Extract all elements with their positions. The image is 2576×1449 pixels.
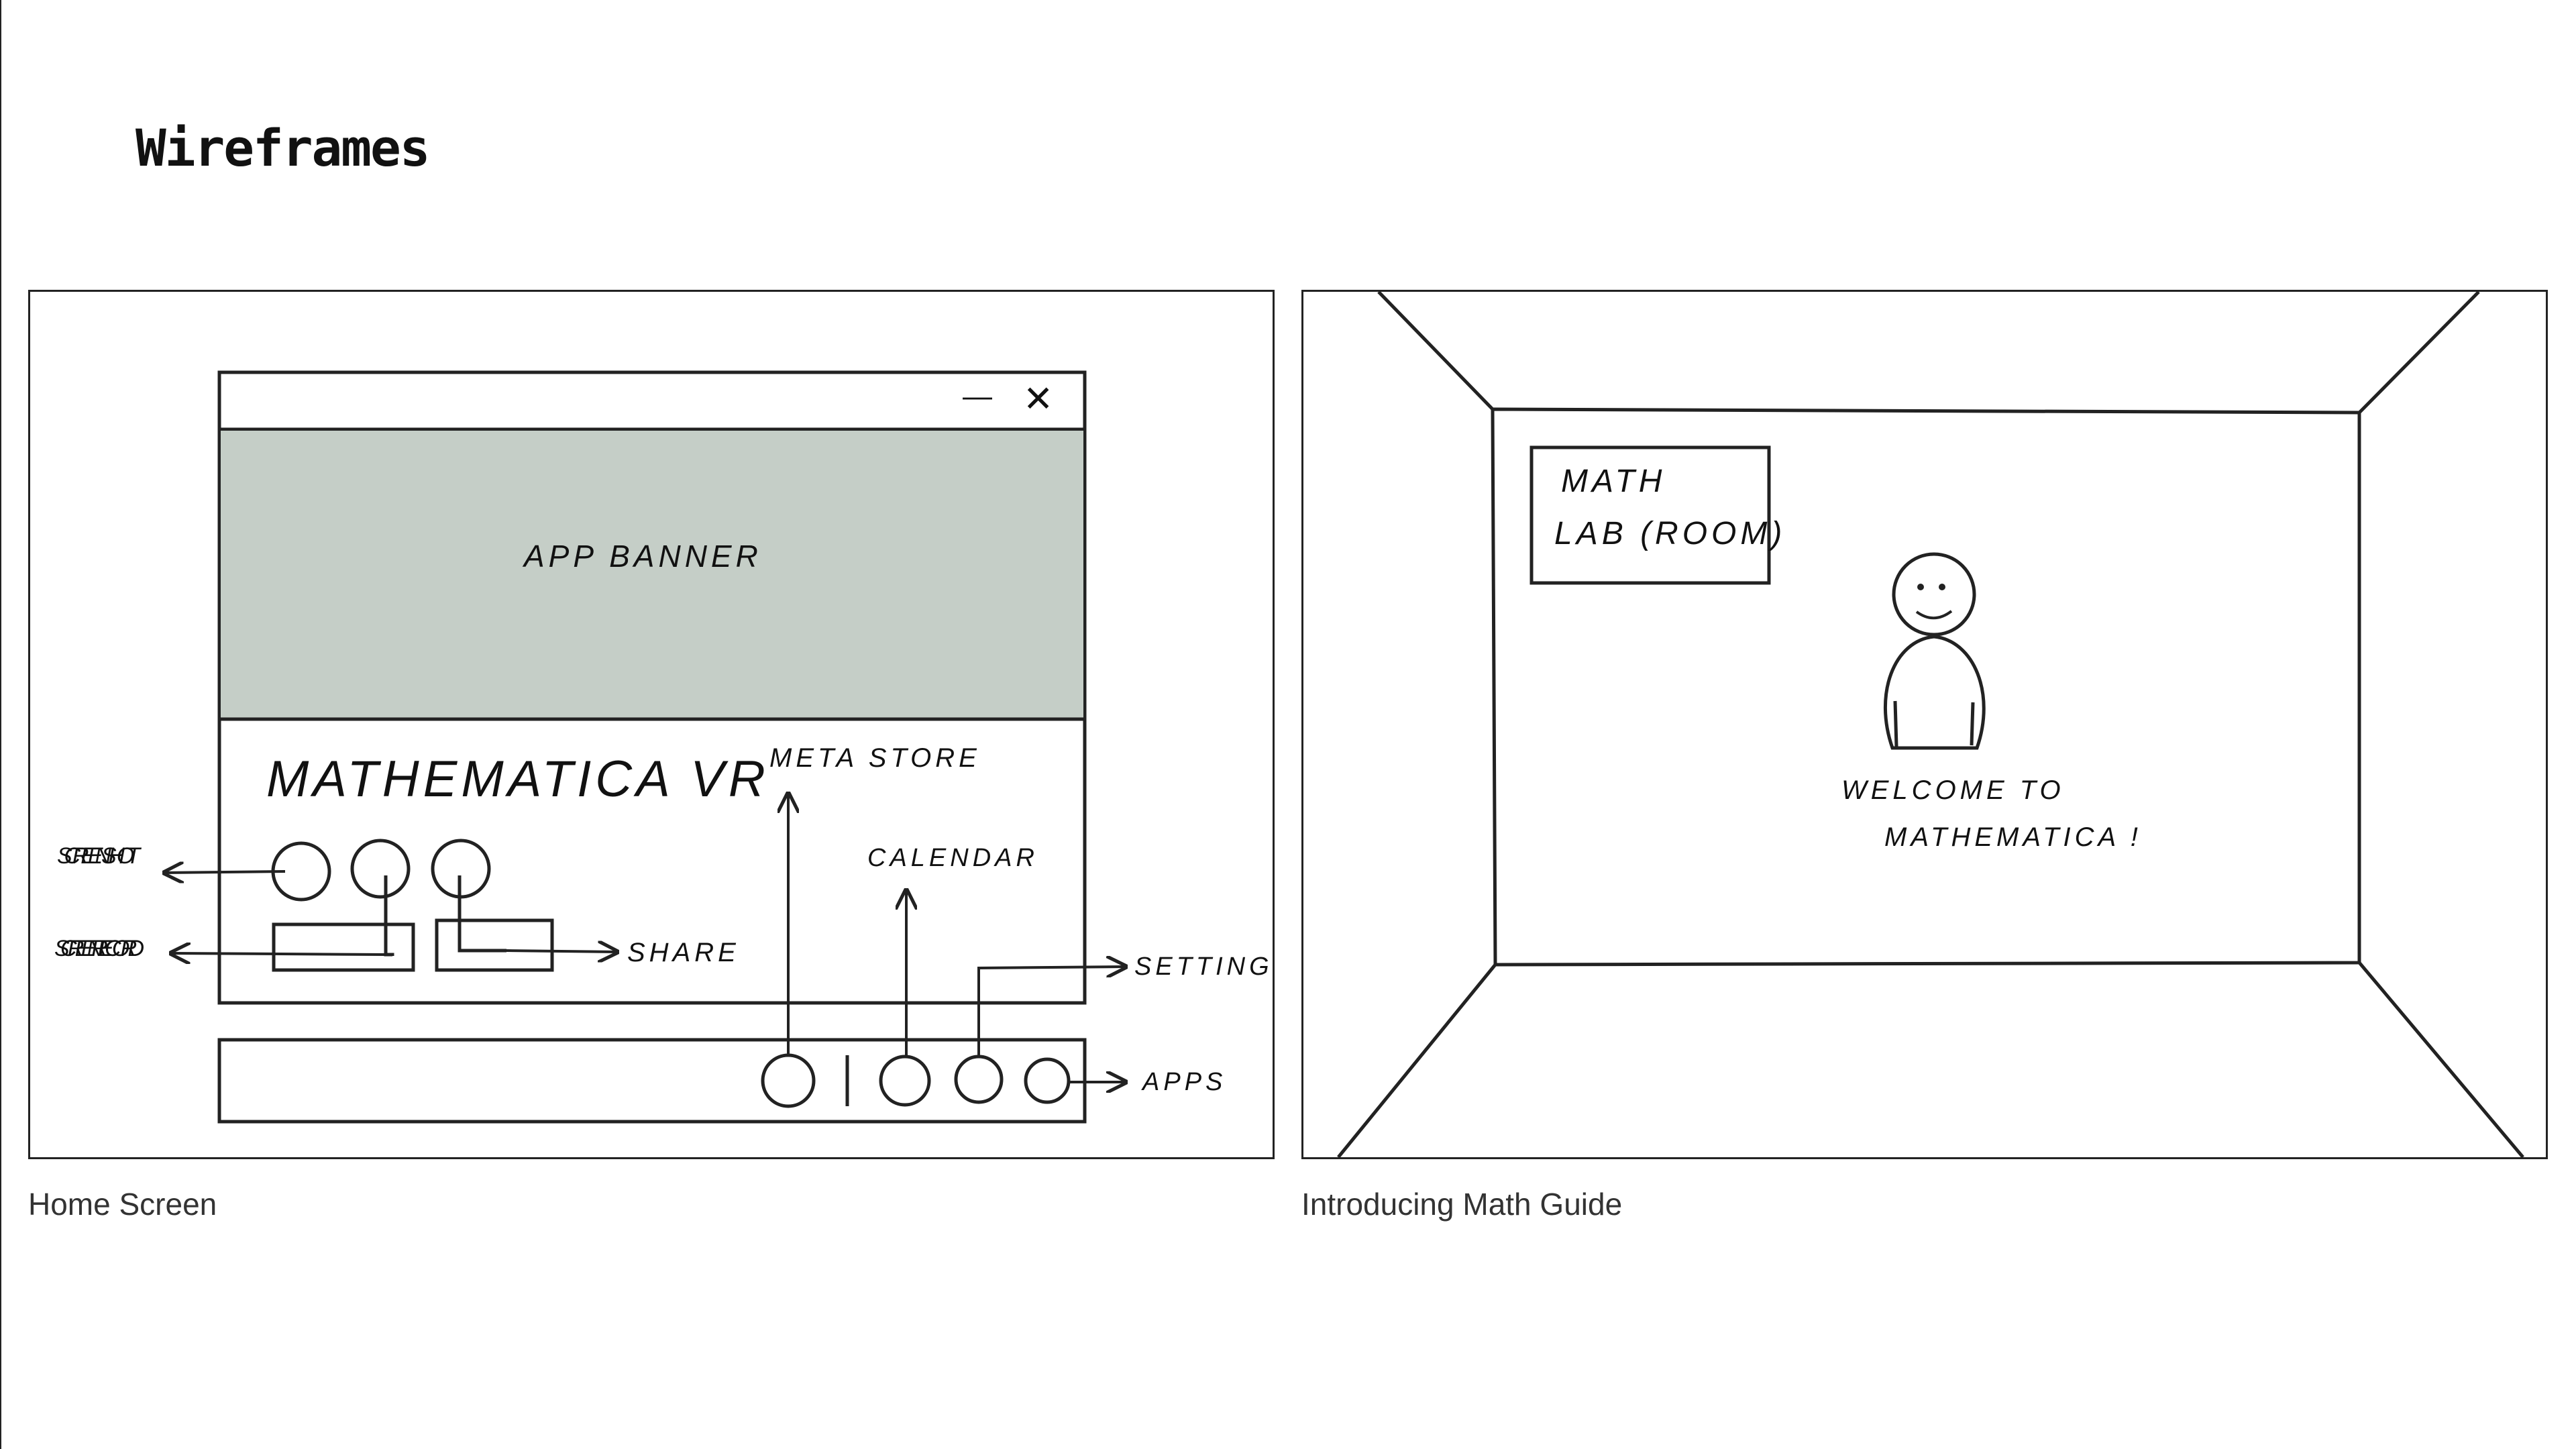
- record-panel: [272, 922, 415, 972]
- sign-line-2: LAB (ROOM): [1554, 516, 1786, 551]
- math-guide-wireframe: MATH LAB (ROOM) WELCOME TO MATHEMATICA !: [1301, 290, 2548, 1159]
- dock-meta-store-icon[interactable]: [761, 1053, 816, 1108]
- math-guide-head[interactable]: [1892, 552, 1976, 637]
- room-edge-top-right: [2358, 292, 2480, 414]
- meta-store-label: META STORE: [769, 743, 981, 773]
- close-icon[interactable]: ✕: [1023, 379, 1053, 419]
- share-label: SHARE: [627, 938, 740, 967]
- welcome-line-2: MATHEMATICA !: [1884, 822, 2142, 852]
- app-title: MATHEMATICA VR: [266, 751, 769, 808]
- share-panel: [435, 918, 554, 972]
- room-edge-bottom-left: [1337, 963, 1497, 1157]
- guide-eye-left: [1917, 584, 1924, 590]
- room-sketch: MATH LAB (ROOM) WELCOME TO MATHEMATICA !: [1337, 292, 2524, 1157]
- app-banner: [221, 431, 1083, 719]
- sign-line-1: MATH: [1561, 464, 1666, 499]
- room-edge-top-left: [1377, 292, 1494, 411]
- page-title: Wireframes: [136, 118, 431, 178]
- apps-label: APPS: [1141, 1068, 1226, 1096]
- dock-apps-icon[interactable]: [1024, 1057, 1071, 1104]
- app-banner-label: APP BANNER: [522, 539, 762, 574]
- screen-record-label: SCREEN RECORD: [54, 936, 148, 961]
- math-guide-body[interactable]: [1883, 635, 1986, 750]
- calendar-label: CALENDAR: [867, 844, 1038, 872]
- room-sign: [1529, 445, 1771, 585]
- screen-record-button[interactable]: [350, 839, 411, 899]
- welcome-line-1: WELCOME TO: [1841, 775, 2065, 805]
- settings-label: SETTINGS: [1134, 953, 1273, 981]
- home-screen-wireframe: — ✕ APP BANNER MATHEMATICA VR META STORE…: [28, 290, 1275, 1159]
- home-screen-sketch: — ✕ APP BANNER MATHEMATICA VR META STORE…: [54, 370, 1273, 1124]
- app-window-frame: [217, 370, 1087, 1005]
- guide-eye-right: [1939, 584, 1945, 590]
- dock-calendar-icon[interactable]: [879, 1055, 931, 1107]
- home-screen-caption: Home Screen: [28, 1187, 217, 1222]
- math-guide-caption: Introducing Math Guide: [1301, 1187, 1623, 1222]
- dock-settings-icon[interactable]: [954, 1055, 1004, 1104]
- room-edge-bottom-right: [2358, 961, 2524, 1157]
- minimize-icon[interactable]: —: [963, 380, 992, 413]
- screenshot-label: SCREEN SHOT: [57, 843, 144, 869]
